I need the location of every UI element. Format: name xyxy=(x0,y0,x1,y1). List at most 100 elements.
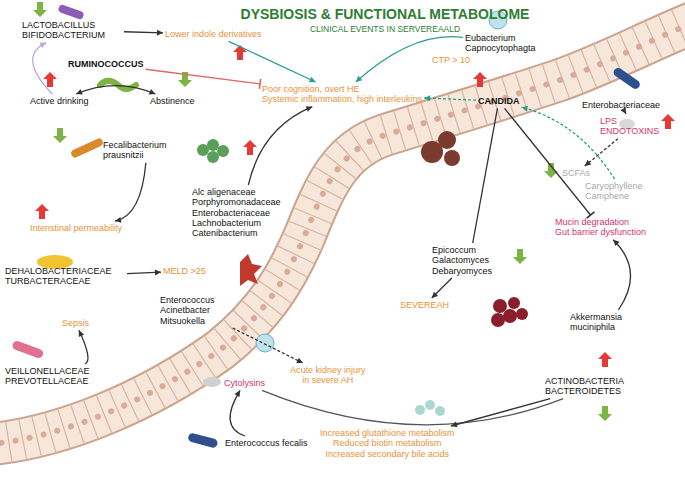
arrow-head xyxy=(309,77,316,82)
up-arrow xyxy=(35,204,49,219)
node-text: Sepsis xyxy=(62,318,89,328)
taxon-label: Enterococcus fecalis xyxy=(225,438,308,448)
node-text: Enterococcus Acinetbacter Mitsuokella xyxy=(160,295,235,326)
state-label: Active drinking xyxy=(30,96,89,106)
connector-line xyxy=(33,43,53,94)
arrow-head xyxy=(39,43,46,48)
up-arrow xyxy=(473,72,487,87)
connector-line xyxy=(248,107,312,185)
connector xyxy=(233,328,303,363)
clinical-event: Sepsis xyxy=(62,318,89,328)
node-text: CANDIDA xyxy=(478,96,520,106)
gut-lumen xyxy=(0,20,685,445)
connector-line xyxy=(505,108,591,215)
down-arrow xyxy=(33,2,47,17)
connector xyxy=(146,69,261,89)
node-text: MELD >25 xyxy=(163,266,206,276)
connector xyxy=(432,278,452,298)
state-label: Abstinence xyxy=(150,96,195,106)
arrow-head xyxy=(432,292,438,298)
connector-line xyxy=(146,69,261,84)
clinical-event: SEVEREAH xyxy=(400,300,449,310)
metabolome-label: Increased glutathione metabolismReduced … xyxy=(320,428,455,459)
connector xyxy=(248,106,312,185)
node-text: Akkermansia muciniphila xyxy=(570,312,650,333)
node-text: in severe AH xyxy=(290,375,366,385)
taxon-label: VEILLONELLACEAE PREVOTELLACEAE xyxy=(5,366,105,387)
arrow-head xyxy=(149,89,156,95)
node-text: Intenstinal permeability xyxy=(30,223,122,233)
connector xyxy=(124,30,163,36)
node-text: Caryophyllene Camphene xyxy=(585,181,660,202)
node-text: Increased glutathione metabolism xyxy=(320,428,455,438)
taxon-label: Fecalibacterium prausnitzii xyxy=(103,140,191,161)
coccus-cell xyxy=(256,334,274,352)
connector xyxy=(613,240,630,310)
node-text: Reduced biotin metabolism xyxy=(320,438,455,448)
cytolysin-droplet xyxy=(203,377,221,387)
connector-line xyxy=(473,108,498,243)
node-text: SEVEREAH xyxy=(400,300,449,310)
node-text: Epicoccum Galactomyces Debaryomyces xyxy=(432,245,507,276)
down-arrow xyxy=(53,128,67,143)
arrow-head xyxy=(424,95,430,101)
fecalibacterium-rod xyxy=(70,137,104,159)
node-text: CTP > 10 xyxy=(432,55,470,65)
metabolome-cluster xyxy=(415,400,445,416)
clinical-event: MELD >25 xyxy=(163,266,206,276)
taxon-label: ACTINOBACTERIA BACTEROIDETES xyxy=(545,376,645,397)
node-text: Fecalibacterium prausnitzii xyxy=(103,140,191,161)
connector xyxy=(115,163,146,223)
node-text: DEHALOBACTERIACEAE TURBACTERACEAE xyxy=(5,266,125,287)
cluster-cell xyxy=(491,313,505,327)
enterococcus-fecalis-rod xyxy=(187,432,218,448)
connector-line xyxy=(230,390,245,436)
yeast-cell xyxy=(444,150,460,166)
node-text: Lower indole derivatives xyxy=(165,29,262,39)
node-text: Alc aligenaceae Porphyromonadaceae Enter… xyxy=(192,187,292,239)
connector-line xyxy=(79,330,88,364)
arrow-head xyxy=(115,217,121,223)
diagram-title: DYSBIOSIS & FUNCTIONAL METABOLOME xyxy=(185,6,585,22)
enterobacteriaceae-rod xyxy=(612,66,642,91)
connector-line xyxy=(76,86,155,94)
node-text: LPS ENDOTOXINS xyxy=(600,116,666,137)
arrow-head xyxy=(79,330,84,337)
connector-line xyxy=(233,328,303,363)
connector-line xyxy=(613,240,630,310)
connector-line xyxy=(424,98,476,100)
node-text: SCFAs xyxy=(562,168,590,178)
node-text: Active drinking xyxy=(30,96,89,106)
node-text: LACTOBACILLUS BIFIDOBACTERIUM xyxy=(22,20,122,41)
connector-line xyxy=(432,278,452,298)
cluster-cell xyxy=(508,297,520,309)
connector xyxy=(473,108,498,243)
up-arrow xyxy=(43,72,57,87)
connector xyxy=(127,269,161,275)
node-text: Abstinence xyxy=(150,96,195,106)
up-arrow xyxy=(598,352,612,367)
taxon-label: DEHALOBACTERIACEAE TURBACTERACEAE xyxy=(5,266,125,287)
inhibition-head xyxy=(259,79,260,89)
taxon-label: Enterobacteriaceae xyxy=(582,100,660,110)
cluster-cell xyxy=(503,309,517,323)
toxin-label: LPS ENDOTOXINS xyxy=(600,116,666,137)
cluster-cell xyxy=(516,308,528,320)
metabolite-label: SCFAs xyxy=(562,168,590,178)
clinical-event: CTP > 10 xyxy=(432,55,470,65)
cluster-cell xyxy=(435,406,445,416)
taxon-label: LACTOBACILLUS BIFIDOBACTERIUM xyxy=(22,20,122,41)
connector xyxy=(451,399,550,428)
metabolite-label: Caryophyllene Camphene xyxy=(585,181,660,202)
akkermansia-cluster xyxy=(491,297,528,327)
toxin-label: Cytolysins xyxy=(224,378,265,388)
alcaligenaceae-cluster xyxy=(197,139,229,163)
down-arrow xyxy=(598,406,612,421)
arrow-head xyxy=(451,422,458,428)
node-text: Eubacterium Capnocytophagta xyxy=(465,33,550,54)
connector xyxy=(585,139,618,166)
